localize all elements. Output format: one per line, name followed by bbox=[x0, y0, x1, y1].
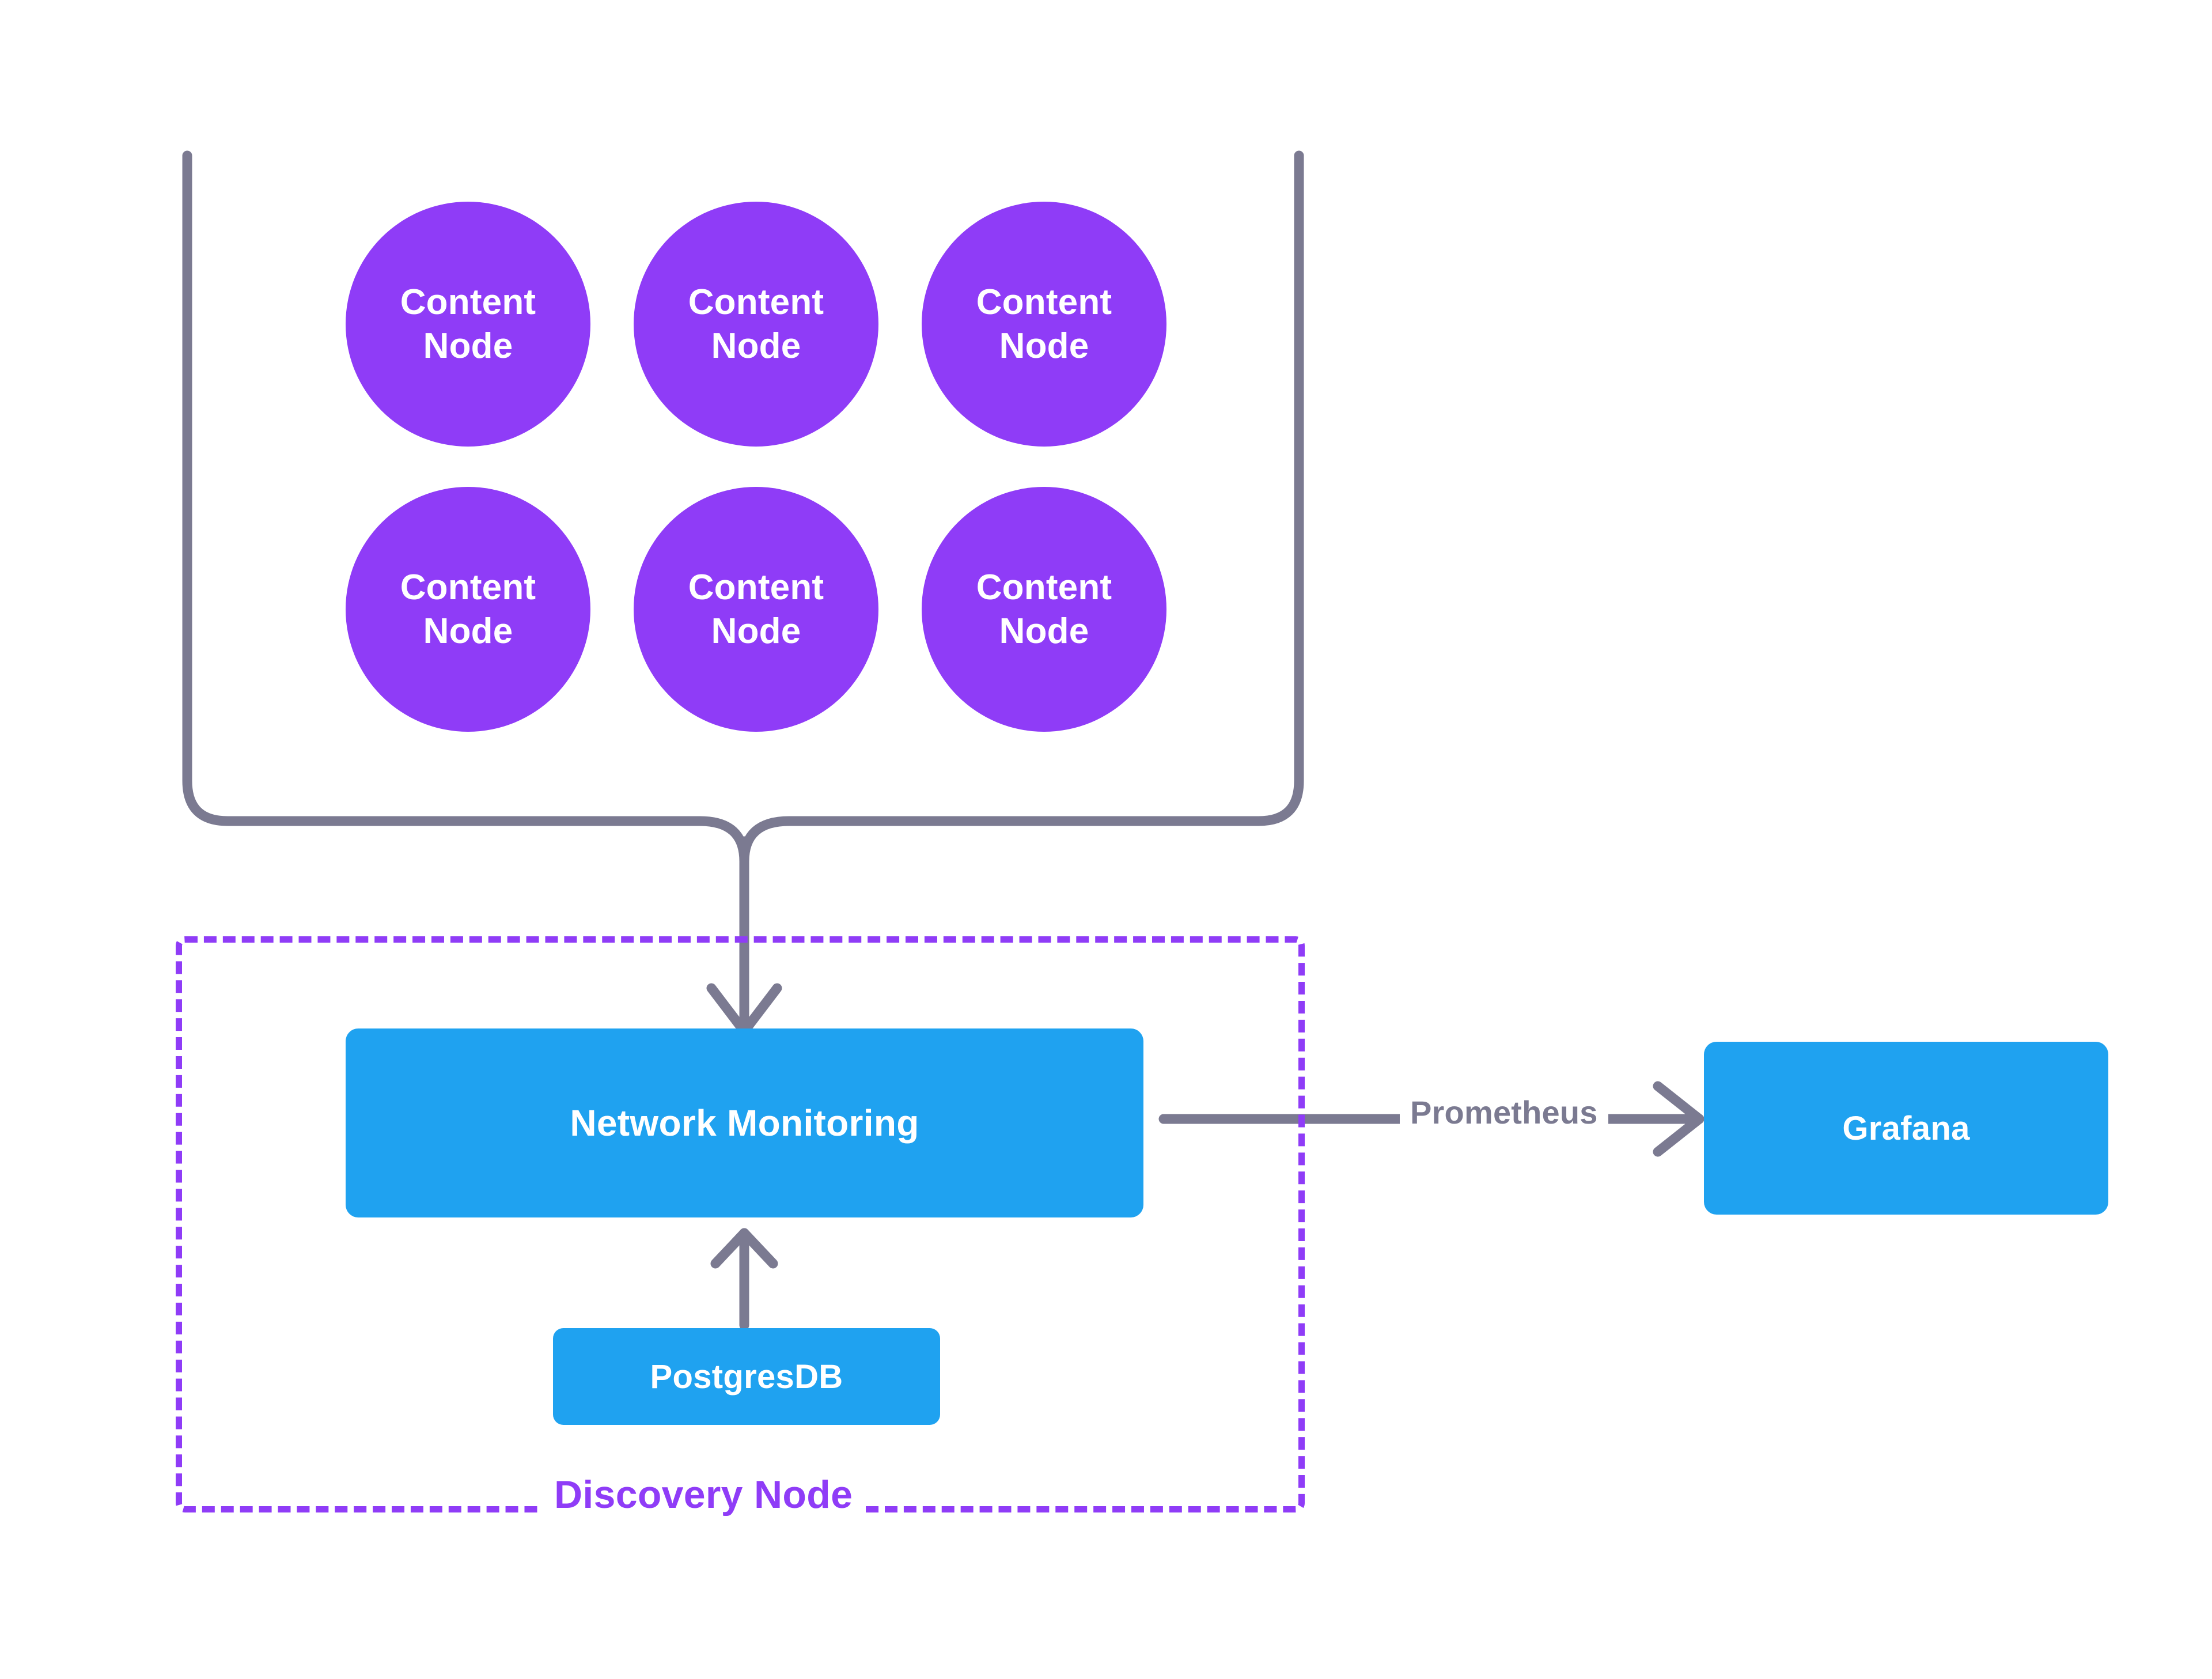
content-node-label-line1: Content bbox=[688, 567, 824, 607]
discovery-node-group-label: Discovery Node bbox=[541, 1472, 866, 1517]
content-node-circle-1[interactable]: Content Node bbox=[346, 202, 590, 447]
content-node-label-line2: Node bbox=[999, 611, 1089, 651]
content-node-label-line2: Node bbox=[423, 326, 513, 366]
content-node-circle-5[interactable]: Content Node bbox=[634, 487, 878, 732]
prometheus-edge-label: Prometheus bbox=[1400, 1094, 1608, 1131]
postgres-db-box[interactable]: PostgresDB bbox=[553, 1328, 940, 1425]
discovery-node-group-boundary bbox=[176, 936, 1305, 1512]
content-node-label-line1: Content bbox=[976, 282, 1112, 322]
network-monitoring-label: Network Monitoring bbox=[570, 1102, 919, 1144]
content-node-circle-2[interactable]: Content Node bbox=[634, 202, 878, 447]
content-node-circle-3[interactable]: Content Node bbox=[922, 202, 1166, 447]
content-node-label-line1: Content bbox=[400, 282, 536, 322]
content-node-label-line2: Node bbox=[711, 326, 801, 366]
content-node-circle-6[interactable]: Content Node bbox=[922, 487, 1166, 732]
network-monitoring-to-grafana-arrowhead bbox=[1653, 1081, 1705, 1157]
content-node-label-line1: Content bbox=[976, 567, 1112, 607]
grafana-box[interactable]: Grafana bbox=[1704, 1042, 2108, 1215]
content-node-label-line2: Node bbox=[423, 611, 513, 651]
postgres-db-label: PostgresDB bbox=[650, 1357, 843, 1396]
content-node-circle-4[interactable]: Content Node bbox=[346, 487, 590, 732]
content-node-label-line1: Content bbox=[400, 567, 536, 607]
content-node-label-line1: Content bbox=[688, 282, 824, 322]
content-node-label-line2: Node bbox=[711, 611, 801, 651]
content-node-label-line2: Node bbox=[999, 326, 1089, 366]
grafana-label: Grafana bbox=[1842, 1109, 1970, 1147]
network-monitoring-box[interactable]: Network Monitoring bbox=[346, 1028, 1143, 1217]
